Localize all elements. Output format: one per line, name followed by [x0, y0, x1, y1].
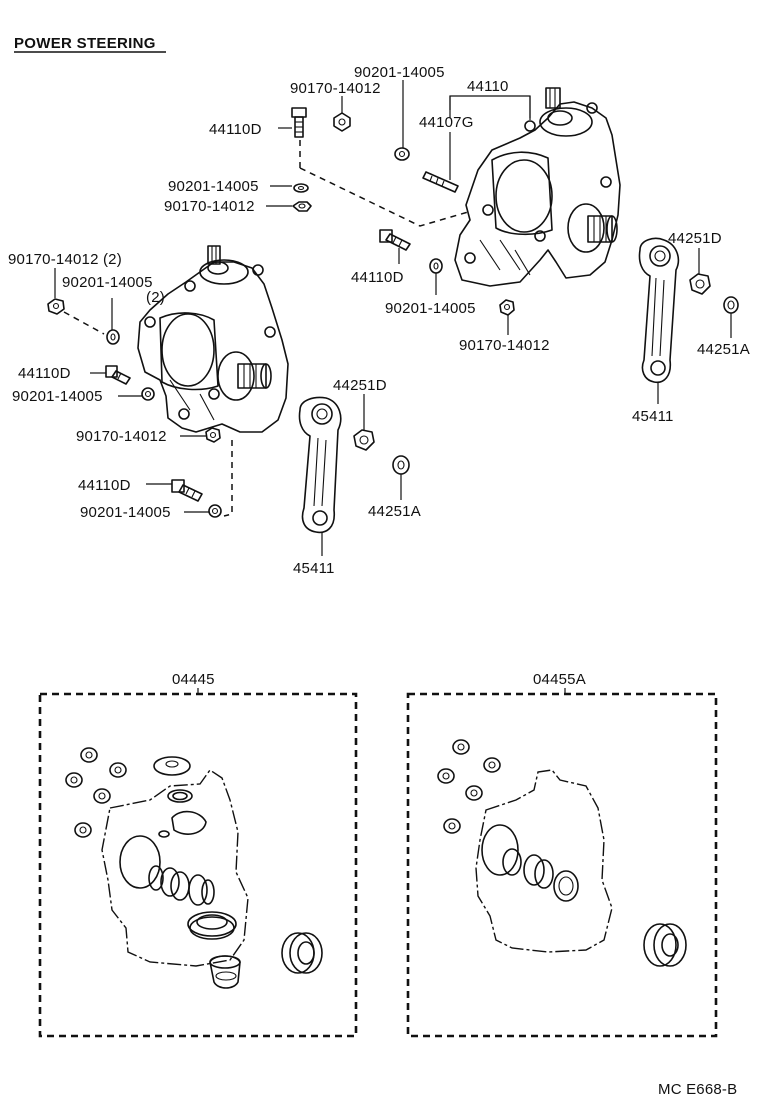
label-nut-arm-upper: 44251D: [668, 230, 722, 247]
nut-44251d-lower: [353, 429, 375, 451]
label-ll-nut-arm: 44251D: [333, 377, 387, 394]
label-ll-washer-qty: (2): [146, 289, 165, 306]
nut-44251d-upper: [689, 273, 711, 295]
bolt-ll-2: [171, 479, 203, 502]
washer-top: [394, 147, 410, 161]
nut-top: [333, 112, 351, 132]
label-washer-left: 90201-14005: [168, 178, 259, 195]
diagram-code: MC E668-B: [658, 1081, 737, 1098]
nut-ll-1: [205, 427, 221, 443]
pitman-arm-lower: [298, 396, 342, 534]
label-ll-pitman: 45411: [293, 560, 335, 577]
kit-04445: 04445: [38, 671, 358, 1038]
label-nut-top: 90170-14012: [290, 80, 381, 97]
nut-mid: [499, 299, 515, 316]
stud-44107g: [422, 171, 459, 193]
label-washer-top: 90201-14005: [354, 64, 445, 81]
label-ll-nut-1: 90170-14012: [76, 428, 167, 445]
label-nut-mid: 90170-14012: [459, 337, 550, 354]
page-title: POWER STEERING: [14, 35, 156, 52]
bolt-44110d-mid: [379, 229, 411, 251]
label-stud: 44107G: [419, 114, 474, 131]
label-pitman-upper: 45411: [632, 408, 674, 425]
washer-left: [293, 183, 309, 193]
washer-mid: [429, 258, 443, 274]
nut-ll-top: [47, 298, 65, 315]
washer-44251a-lower: [392, 455, 410, 475]
label-ll-washer-1: 90201-14005: [12, 388, 103, 405]
label-kit-04445: 04445: [172, 671, 215, 688]
label-ll-washer-2: 90201-14005: [80, 504, 171, 521]
leaders-upper: [266, 80, 732, 404]
washer-44251a-upper: [723, 296, 739, 314]
label-ll-bolt-1: 44110D: [18, 365, 71, 382]
label-gear-housing: 44110: [467, 78, 509, 95]
label-ll-washer-top: 90201-14005: [62, 274, 153, 291]
label-ll-bolt-2: 44110D: [78, 477, 131, 494]
gear-housing-lower: [137, 245, 289, 433]
label-washer-mid: 90201-14005: [385, 300, 476, 317]
label-kit-04455a: 04455A: [533, 671, 586, 688]
label-bolt-mid: 44110D: [351, 269, 404, 286]
gear-housing-upper: [454, 87, 621, 287]
nut-left: [292, 201, 312, 212]
label-ll-nut-top: 90170-14012 (2): [8, 251, 122, 268]
kit-04455a: 04455A: [406, 671, 718, 1038]
washer-ll-1: [141, 387, 155, 401]
label-washer-arm-upper: 44251A: [697, 341, 750, 358]
washer-ll-top: [106, 329, 120, 345]
label-ll-washer-arm: 44251A: [368, 503, 421, 520]
pitman-arm-upper: [638, 237, 680, 384]
leaders-lower: [54, 268, 402, 556]
bolt-44110d-top: [291, 107, 307, 138]
bolt-ll-1: [105, 365, 131, 385]
label-bolt-top: 44110D: [209, 121, 262, 138]
washer-ll-2: [208, 504, 222, 518]
label-nut-left: 90170-14012: [164, 198, 255, 215]
